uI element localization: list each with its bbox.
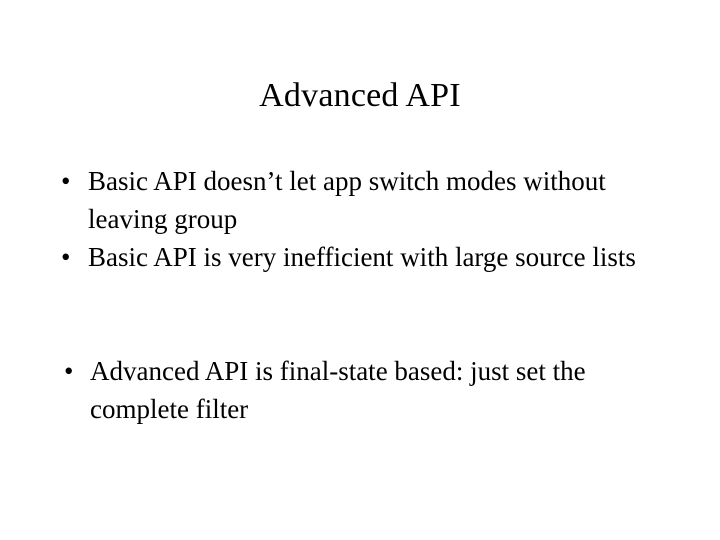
bullet-list-group-two: • Advanced API is final-state based: jus…	[56, 352, 676, 428]
list-item: • Advanced API is final-state based: jus…	[56, 352, 676, 428]
list-item-text: Advanced API is final-state based: just …	[90, 356, 586, 424]
list-item: • Basic API doesn’t let app switch modes…	[56, 162, 676, 238]
list-item-text: Basic API is very inefficient with large…	[88, 242, 636, 272]
list-item-text: Basic API doesn’t let app switch modes w…	[88, 166, 606, 234]
bullet-list-group-one: • Basic API doesn’t let app switch modes…	[56, 162, 676, 276]
slide-body: • Basic API doesn’t let app switch modes…	[56, 162, 676, 428]
bullet-icon: •	[61, 166, 71, 196]
bullet-icon: •	[61, 242, 71, 272]
list-item: • Basic API is very inefficient with lar…	[56, 238, 676, 276]
bullet-icon: •	[64, 356, 74, 386]
page-title: Advanced API	[259, 77, 461, 114]
